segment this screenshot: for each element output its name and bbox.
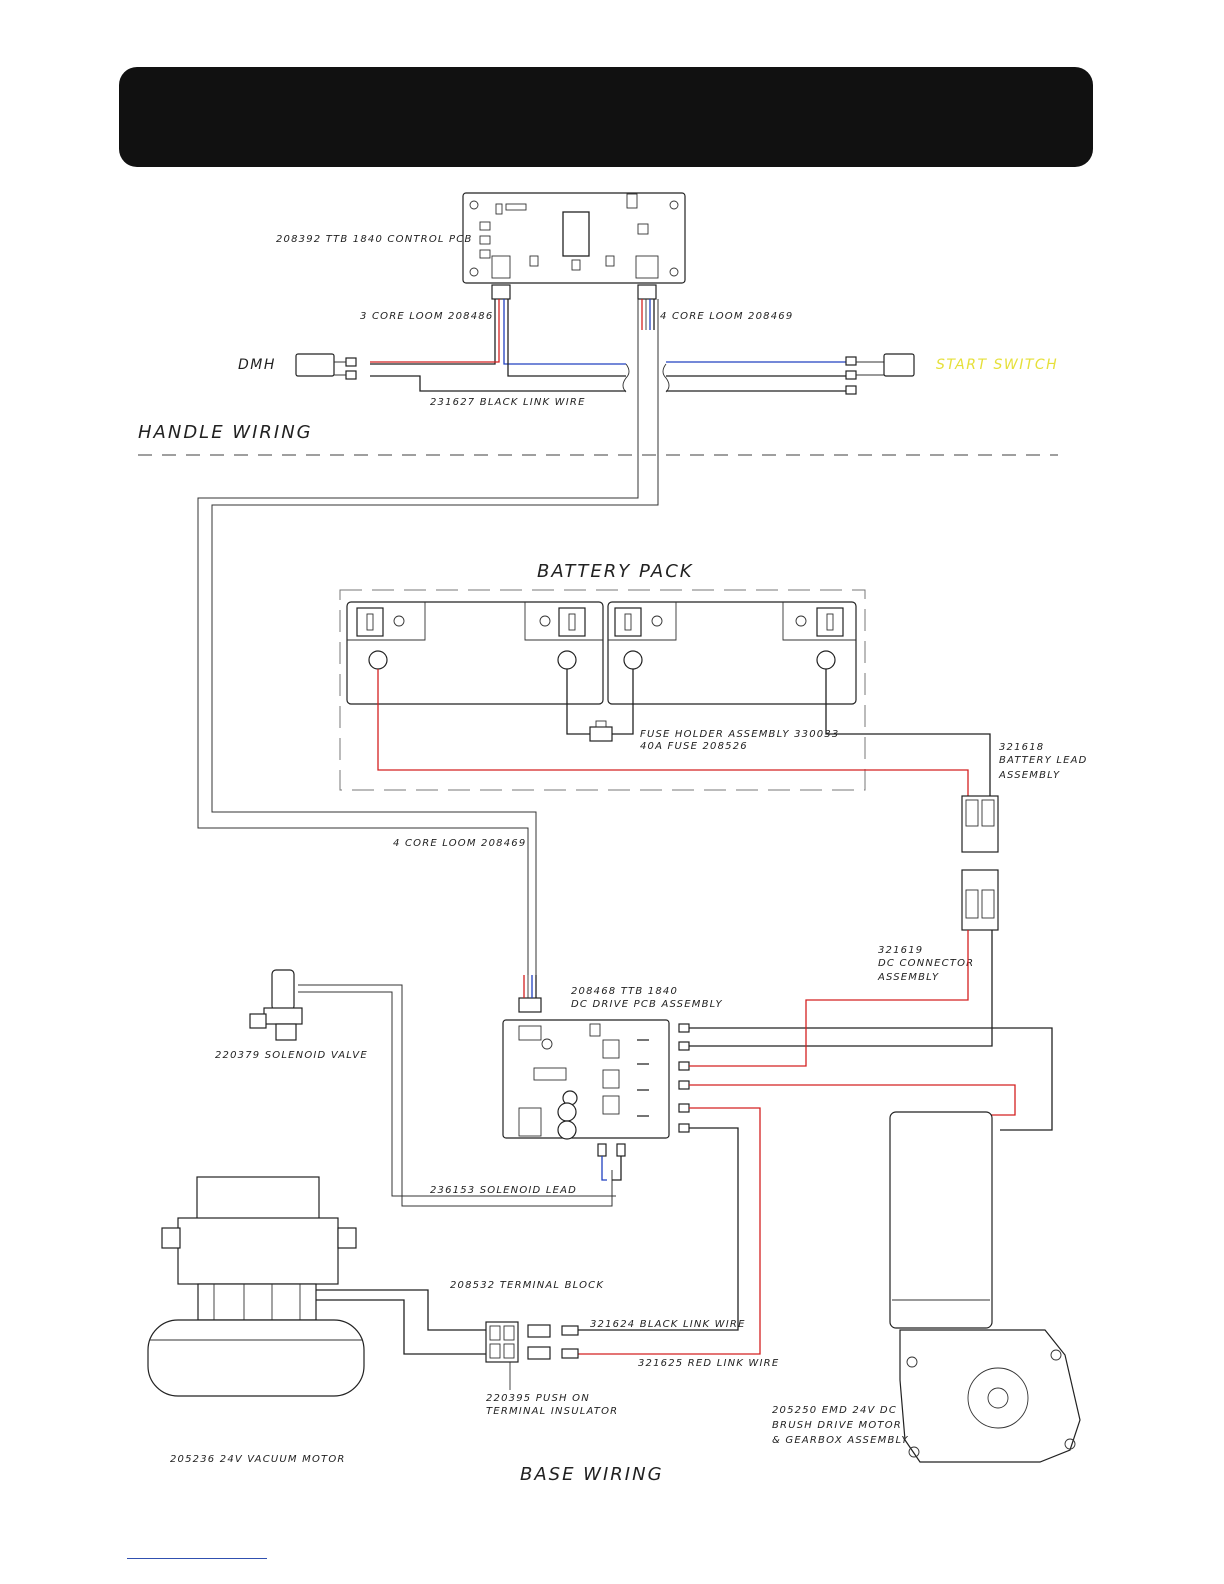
terminal-insulators — [527, 1324, 579, 1360]
solenoid-valve-label: 220379 SOLENOID VALVE — [215, 1050, 368, 1061]
battery-lead-connector — [961, 795, 999, 853]
drive-motor-gearbox — [889, 1111, 1081, 1463]
vacuum-motor — [147, 1176, 365, 1397]
pcb-output-terminals — [678, 1023, 690, 1133]
battery-1 — [346, 601, 604, 705]
header-bar — [119, 67, 1093, 167]
terminal-block — [485, 1321, 519, 1363]
dc-drive-pcb — [502, 1019, 670, 1140]
loom-4core-top-label: 4 CORE LOOM 208469 — [660, 311, 793, 322]
start-switch — [845, 353, 915, 395]
handle-wiring-title: HANDLE WIRING — [138, 422, 313, 443]
fuse-holder-label: FUSE HOLDER ASSEMBLY 330033 — [640, 729, 840, 740]
drive-motor-label-1: 205250 EMD 24V DC — [772, 1405, 897, 1416]
loom-3core-label: 3 CORE LOOM 208486 — [360, 311, 493, 322]
control-pcb-label: 208392 TTB 1840 CONTROL PCB — [276, 234, 473, 245]
fuse-holder — [589, 726, 613, 742]
footer-link-line — [127, 1558, 267, 1559]
battery-lead-label-2: BATTERY LEAD — [999, 755, 1088, 766]
drive-pcb-label-2: DC DRIVE PCB ASSEMBLY — [571, 999, 723, 1010]
vacuum-motor-label: 205236 24V VACUUM MOTOR — [170, 1454, 346, 1465]
terminal-block-label: 208532 TERMINAL BLOCK — [450, 1280, 604, 1291]
control-pcb — [462, 192, 686, 284]
dmh-label: DMH — [238, 357, 276, 373]
loom-4core-mid-label: 4 CORE LOOM 208469 — [393, 838, 526, 849]
solenoid-lead-label: 236153 SOLENOID LEAD — [430, 1185, 577, 1196]
drive-pcb-label-1: 208468 TTB 1840 — [571, 986, 678, 997]
start-switch-label: START SWITCH — [936, 357, 1058, 373]
dc-connector-label-3: ASSEMBLY — [877, 972, 939, 983]
dc-connector-label-2: DC CONNECTOR — [878, 958, 974, 969]
fuse-label: 40A FUSE 208526 — [640, 741, 748, 752]
dc-connector-label-1: 321619 — [878, 945, 923, 956]
loom-connector-4core — [637, 284, 657, 300]
battery-lead-label-3: ASSEMBLY — [998, 770, 1060, 781]
base-wiring-title: BASE WIRING — [520, 1464, 664, 1485]
black-link-top-label: 231627 BLACK LINK WIRE — [430, 397, 586, 408]
battery-lead-label-1: 321618 — [999, 742, 1044, 753]
loom-connector-3core — [491, 284, 511, 300]
dc-connector — [961, 869, 999, 931]
battery-2 — [607, 601, 857, 705]
battery-pack-outline — [339, 589, 866, 791]
insulator-label-1: 220395 PUSH ON — [486, 1393, 590, 1404]
battery-pack-title: BATTERY PACK — [537, 561, 694, 582]
drive-motor-label-2: BRUSH DRIVE MOTOR — [772, 1420, 902, 1431]
black-link-bottom-label: 321624 BLACK LINK WIRE — [590, 1319, 746, 1330]
solenoid-lead-terminals — [597, 1143, 626, 1181]
drive-pcb-connector — [518, 997, 542, 1013]
insulator-label-2: TERMINAL INSULATOR — [486, 1406, 618, 1417]
dmh-switch — [295, 353, 357, 380]
red-link-label: 321625 RED LINK WIRE — [638, 1358, 779, 1369]
drive-motor-label-3: & GEARBOX ASSEMBLY — [772, 1435, 909, 1446]
solenoid-valve — [249, 969, 303, 1041]
